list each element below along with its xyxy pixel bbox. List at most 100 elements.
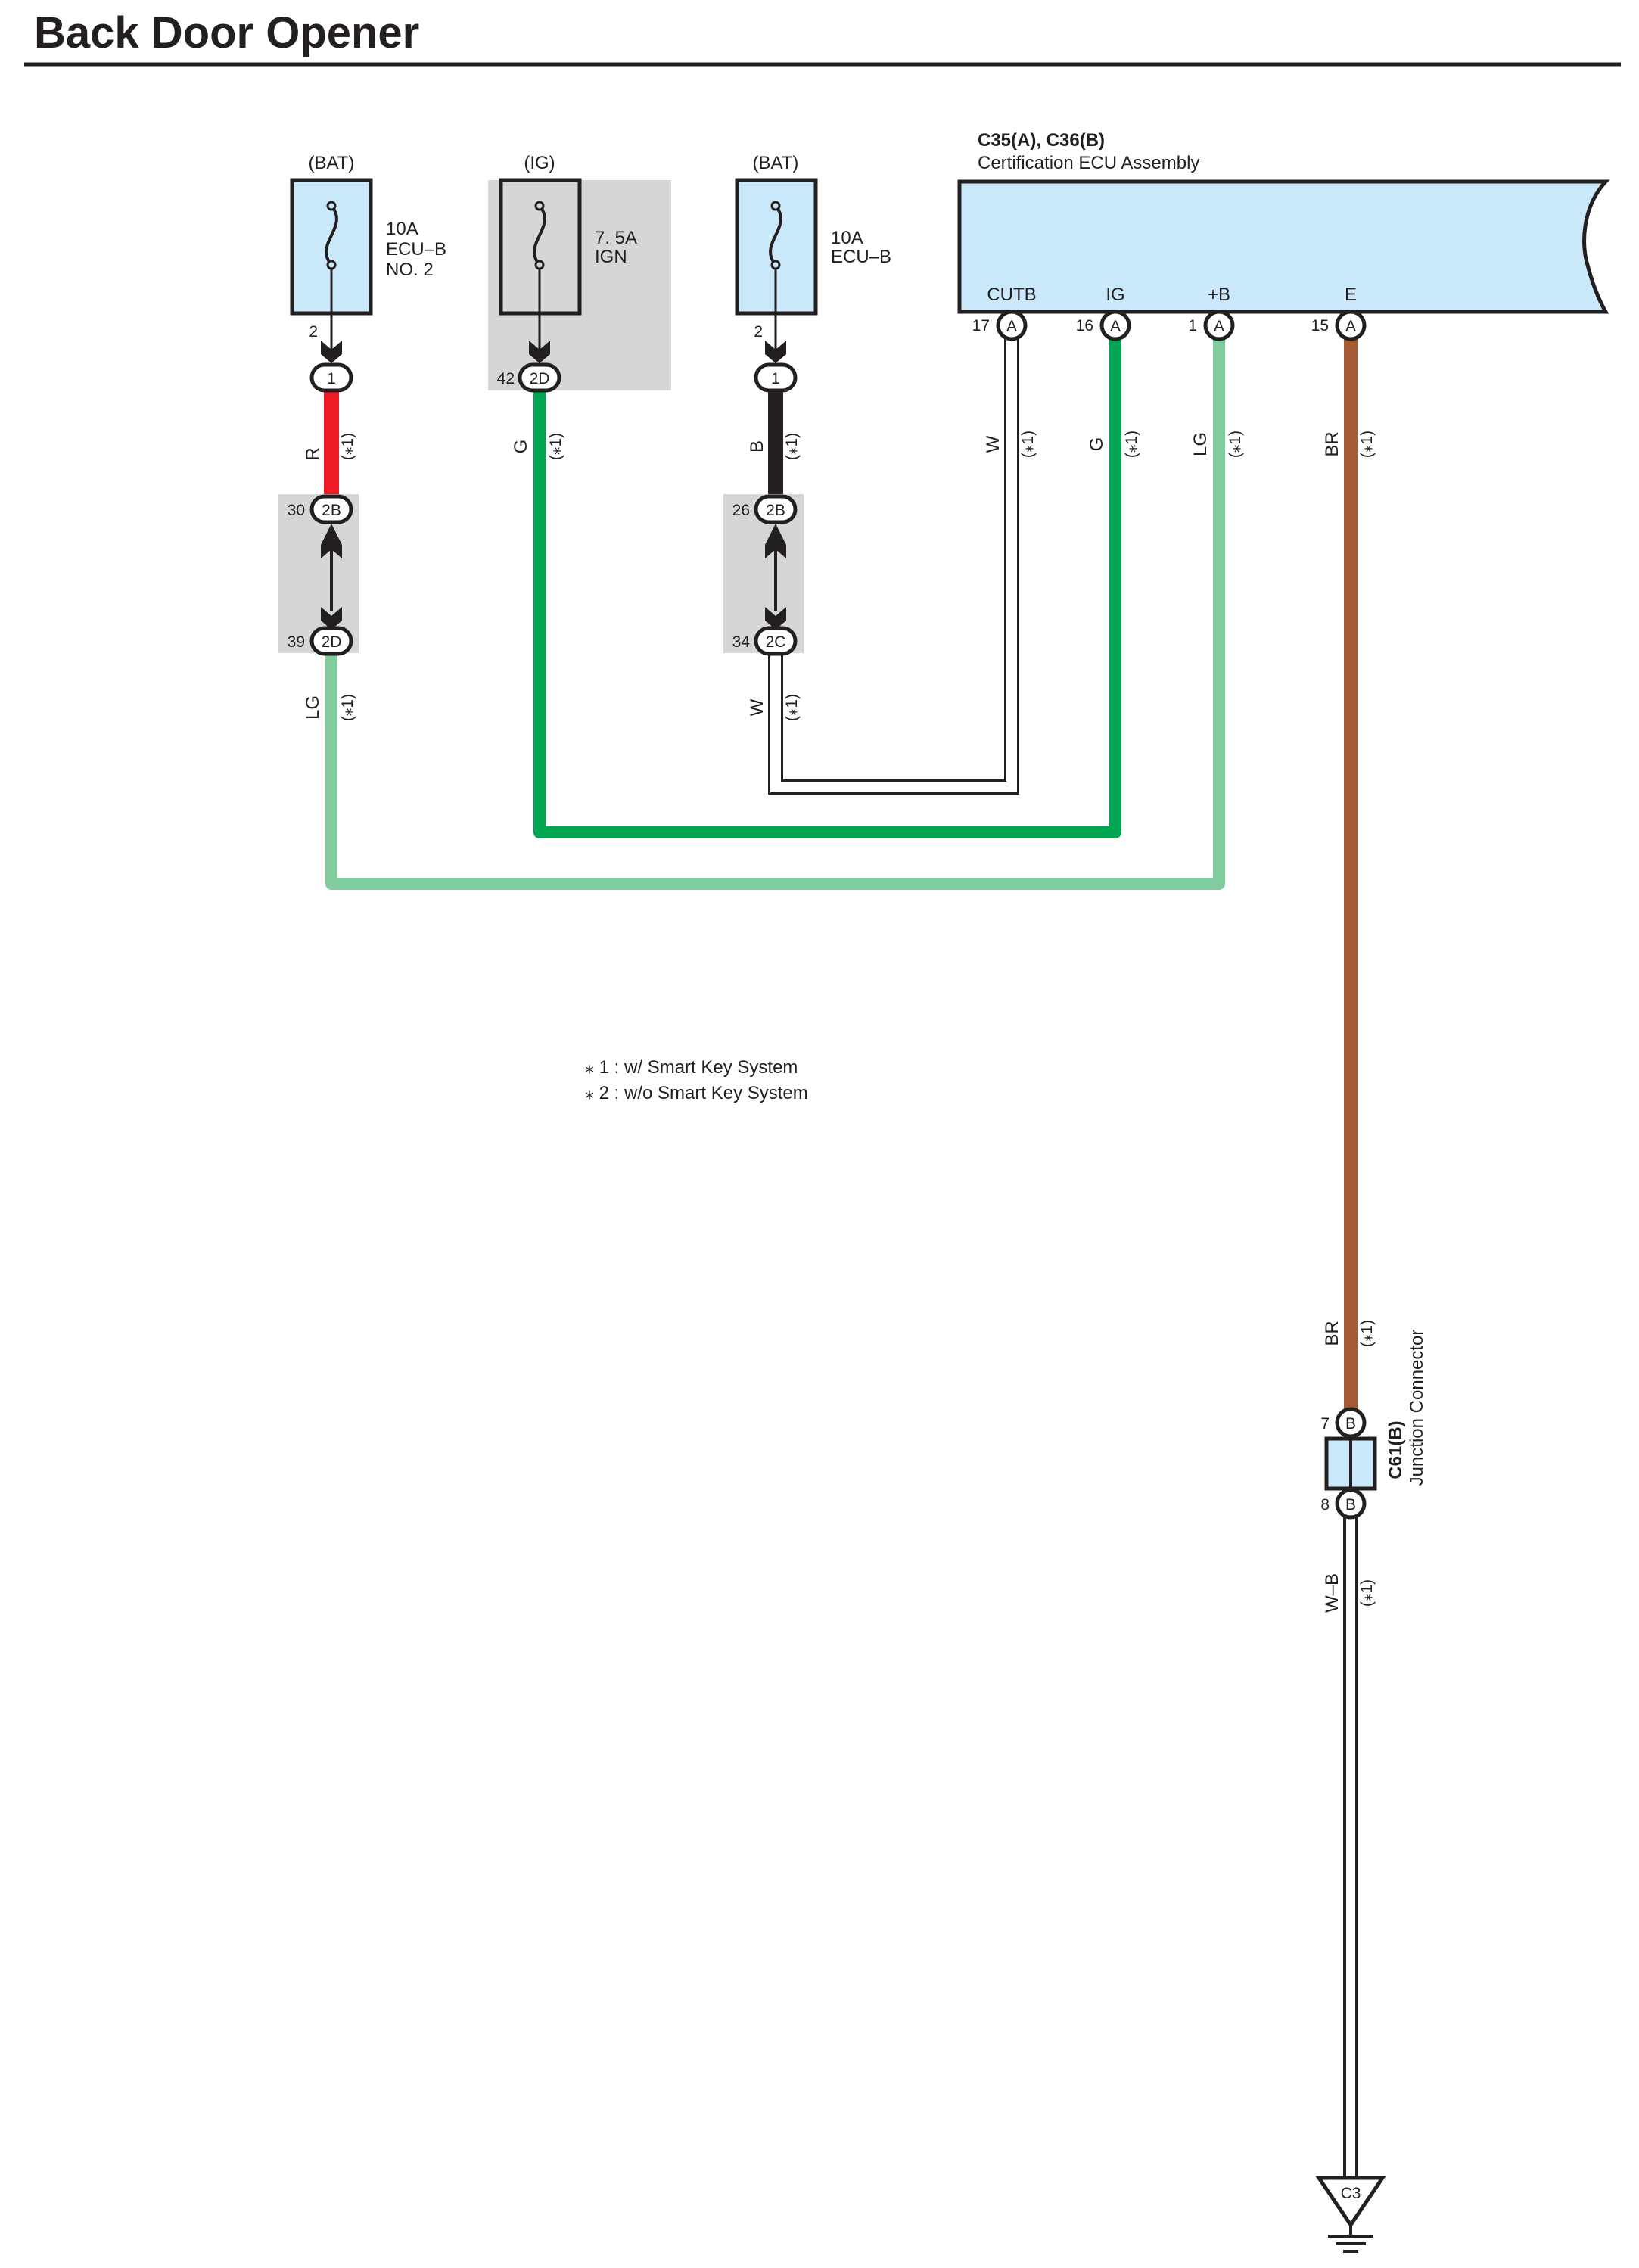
ecu-conn-cutb: A xyxy=(1006,318,1017,335)
fuse1-name: ECU–B xyxy=(386,239,446,260)
j2-bot-pin: 34 xyxy=(732,633,751,651)
wire-e-note: (⁎1) xyxy=(1358,431,1376,458)
j2-bot-connector xyxy=(754,626,798,656)
junction-top-pin: 7 xyxy=(1320,1415,1330,1433)
fuse1-icon-dot-top xyxy=(326,201,337,211)
fuse3-connector-label: 1 xyxy=(771,370,780,387)
wire-w-b-note: (⁎1) xyxy=(1358,1579,1376,1607)
ecu-term-cutb: CUTB xyxy=(987,285,1036,305)
wire-br2-color: BR xyxy=(1322,1321,1342,1346)
ecu-connector-plus-b xyxy=(1203,310,1235,341)
wire-w-cutb-outline xyxy=(768,337,1019,795)
fuse3-source: (BAT) xyxy=(753,153,799,173)
j1-bot-conn: 2D xyxy=(322,633,342,651)
wire-w-color: W xyxy=(747,698,767,716)
wire-plus-b-color: LG xyxy=(1190,432,1211,456)
fuse1-rating: 10A xyxy=(386,219,418,239)
fuse3-name: ECU–B xyxy=(831,247,891,267)
j2-top-pin: 26 xyxy=(732,502,750,519)
wire-w-note: (⁎1) xyxy=(783,694,801,721)
fuse2-connector xyxy=(518,362,561,393)
ecu-pin-plus-b: 1 xyxy=(1188,317,1197,334)
fuse2-icon xyxy=(533,204,546,266)
junction-code: C61(B) xyxy=(1386,1420,1406,1479)
fuse3-pin: 2 xyxy=(754,323,763,341)
wire-br2-note: (⁎1) xyxy=(1358,1320,1376,1347)
j2-arrow-up xyxy=(765,524,786,558)
fuse1-source: (BAT) xyxy=(309,153,355,173)
wire-ig-color: G xyxy=(1087,437,1107,452)
ground-symbol xyxy=(1315,2176,1386,2229)
ecu-connector-cutb xyxy=(996,310,1028,341)
ecu-conn-e: A xyxy=(1345,318,1356,335)
junction-top-conn: B xyxy=(1345,1415,1356,1433)
wire-b-color: B xyxy=(747,440,767,453)
wire-g-color: G xyxy=(511,440,531,454)
junction-top-connector xyxy=(1335,1407,1367,1439)
fuse2-icon-dot-top xyxy=(534,201,545,211)
fuse3-icon-dot-bottom xyxy=(770,260,781,270)
junction-bottom-conn: B xyxy=(1345,1496,1356,1514)
fuse1-pin: 2 xyxy=(309,323,318,341)
wire-plus-b-note: (⁎1) xyxy=(1227,431,1244,458)
fuse3-icon-dot-top xyxy=(770,201,781,211)
ecu-pin-cutb: 17 xyxy=(972,317,990,334)
fuse2-pin: 42 xyxy=(497,370,515,387)
fuse2-icon-dot-bottom xyxy=(534,260,545,270)
fuse2-name: IGN xyxy=(595,247,627,267)
fuse3-connector-arrow xyxy=(765,341,786,363)
ecu-connector-e xyxy=(1335,310,1367,341)
ecu-conn-ig: A xyxy=(1110,318,1121,335)
fuse3-icon xyxy=(769,204,782,266)
j1-top-pin: 30 xyxy=(288,502,305,519)
wire-g-note: (⁎1) xyxy=(547,433,564,460)
wire-ig-note: (⁎1) xyxy=(1123,431,1140,458)
wire-r-color: R xyxy=(303,447,323,460)
ecu-box xyxy=(957,179,1610,314)
junction-name: Junction Connector xyxy=(1407,1330,1427,1486)
junction-bottom-pin: 8 xyxy=(1320,1496,1330,1514)
j1-arrow-down xyxy=(321,607,342,630)
fuse2-connector-arrow xyxy=(529,341,550,363)
ecu-name: Certification ECU Assembly xyxy=(978,153,1199,173)
wire-w-cutb xyxy=(770,337,1017,792)
fuse2-connector-label: 2D xyxy=(530,370,550,387)
fuse2-rating: 7. 5A xyxy=(595,228,637,248)
fuse2-source: (IG) xyxy=(524,153,555,173)
ecu-term-plus-b: +B xyxy=(1208,285,1230,305)
fuse3-connector xyxy=(754,362,798,393)
fuse1-icon-dot-bottom xyxy=(326,260,337,270)
j2-arrow-down xyxy=(765,607,786,630)
ecu-term-e: E xyxy=(1345,285,1357,305)
wire-r-note: (⁎1) xyxy=(339,433,356,460)
fuse1-name2: NO. 2 xyxy=(386,260,434,280)
wire-e-color: BR xyxy=(1322,431,1342,456)
fuse1-connector-arrow xyxy=(321,341,342,363)
ecu-connector: C35(A), C36(B) xyxy=(978,130,1105,151)
ecu-pin-e: 15 xyxy=(1311,317,1329,334)
j1-top-connector xyxy=(309,494,353,524)
note-1: ⁎ 1 : w/ Smart Key System xyxy=(585,1057,798,1078)
note-2: ⁎ 2 : w/o Smart Key System xyxy=(585,1083,808,1103)
ecu-pin-ig: 16 xyxy=(1076,317,1093,334)
j1-arrow-up xyxy=(321,524,342,558)
ecu-term-ig: IG xyxy=(1106,285,1124,305)
j2-bot-conn: 2C xyxy=(766,633,786,651)
ground-label: C3 xyxy=(1341,2185,1361,2202)
j2-top-conn: 2B xyxy=(766,502,785,519)
fuse3-rating: 10A xyxy=(831,228,863,248)
j1-bot-connector xyxy=(309,626,353,656)
wire-cutb-note: (⁎1) xyxy=(1019,431,1037,458)
wire-b-note: (⁎1) xyxy=(783,433,801,460)
wire-w-b-color: W–B xyxy=(1322,1573,1342,1613)
j2-top-connector xyxy=(754,494,798,524)
ecu-connector-ig xyxy=(1099,310,1131,341)
j1-top-conn: 2B xyxy=(322,502,341,519)
fuse1-icon xyxy=(325,204,338,266)
wire-g-ig xyxy=(533,337,1121,838)
fuse1-connector xyxy=(309,362,353,393)
ecu-conn-plus-b: A xyxy=(1214,318,1224,335)
wire-cutb-color: W xyxy=(983,435,1003,453)
wire-lg-plus-b xyxy=(325,337,1225,890)
